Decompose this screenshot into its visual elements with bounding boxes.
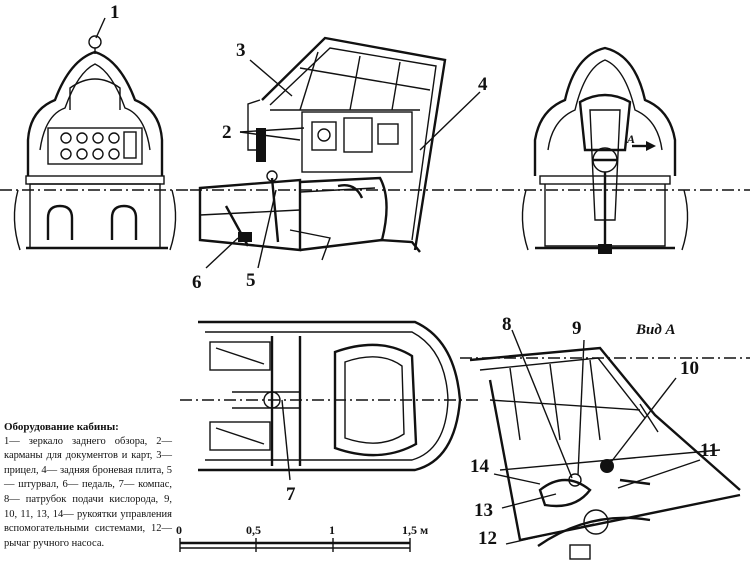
label-4: 4 bbox=[478, 74, 488, 95]
label-11: 11 bbox=[700, 440, 718, 461]
label-12: 12 bbox=[478, 528, 497, 549]
caption-title: Оборудование кабины: bbox=[4, 421, 119, 433]
label-7: 7 bbox=[286, 484, 296, 505]
label-1: 1 bbox=[110, 2, 120, 23]
view-a bbox=[460, 346, 750, 560]
caption-body: 1— зеркало заднего обзора, 2— карманы дл… bbox=[4, 435, 172, 549]
scale-tick-1: 1 bbox=[329, 523, 335, 537]
label-6: 6 bbox=[192, 272, 202, 293]
view-a-title: Вид А bbox=[636, 322, 676, 338]
scale-tick-0: 0 bbox=[176, 523, 182, 537]
label-13: 13 bbox=[474, 500, 493, 521]
label-9: 9 bbox=[572, 318, 582, 339]
label-10: 10 bbox=[680, 358, 699, 379]
label-2: 2 bbox=[222, 122, 232, 143]
top-view bbox=[180, 320, 480, 472]
side-view bbox=[190, 36, 480, 261]
caption: Оборудование кабины: 1— зеркало заднего … bbox=[4, 420, 172, 551]
scale-tick-0-5: 0,5 bbox=[246, 523, 261, 537]
label-5: 5 bbox=[246, 270, 256, 291]
label-3: 3 bbox=[236, 40, 246, 61]
rear-view: А bbox=[480, 46, 750, 254]
front-view bbox=[0, 35, 190, 251]
scale-bar: 0 0,5 1 1,5 м bbox=[176, 523, 428, 552]
callouts: 1 2 3 4 5 6 7 8 9 10 11 12 13 14 bbox=[95, 2, 718, 549]
label-8: 8 bbox=[502, 314, 512, 335]
scale-tick-1-5: 1,5 м bbox=[402, 523, 428, 537]
label-14: 14 bbox=[470, 456, 490, 477]
view-arrow-label: А bbox=[626, 132, 635, 146]
